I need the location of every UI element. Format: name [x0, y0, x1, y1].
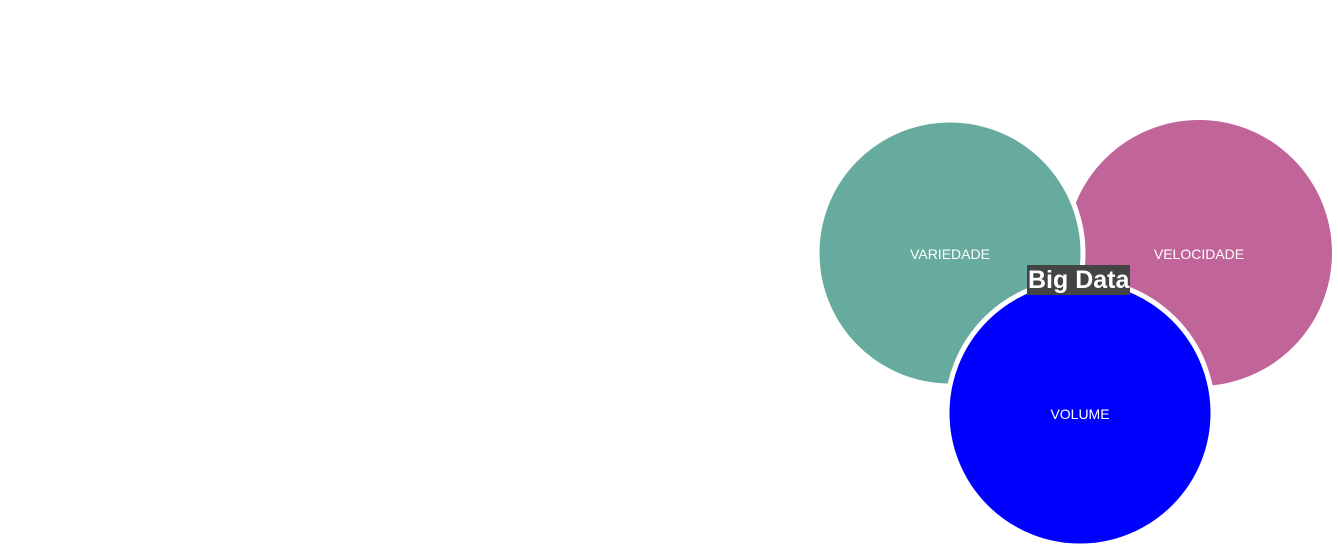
variedade-label: VARIEDADE — [910, 246, 990, 262]
circle-volume: VOLUME — [944, 277, 1216, 549]
center-title: Big Data — [1027, 265, 1131, 295]
velocidade-label: VELOCIDADE — [1154, 246, 1244, 262]
volume-label: VOLUME — [1050, 406, 1109, 422]
